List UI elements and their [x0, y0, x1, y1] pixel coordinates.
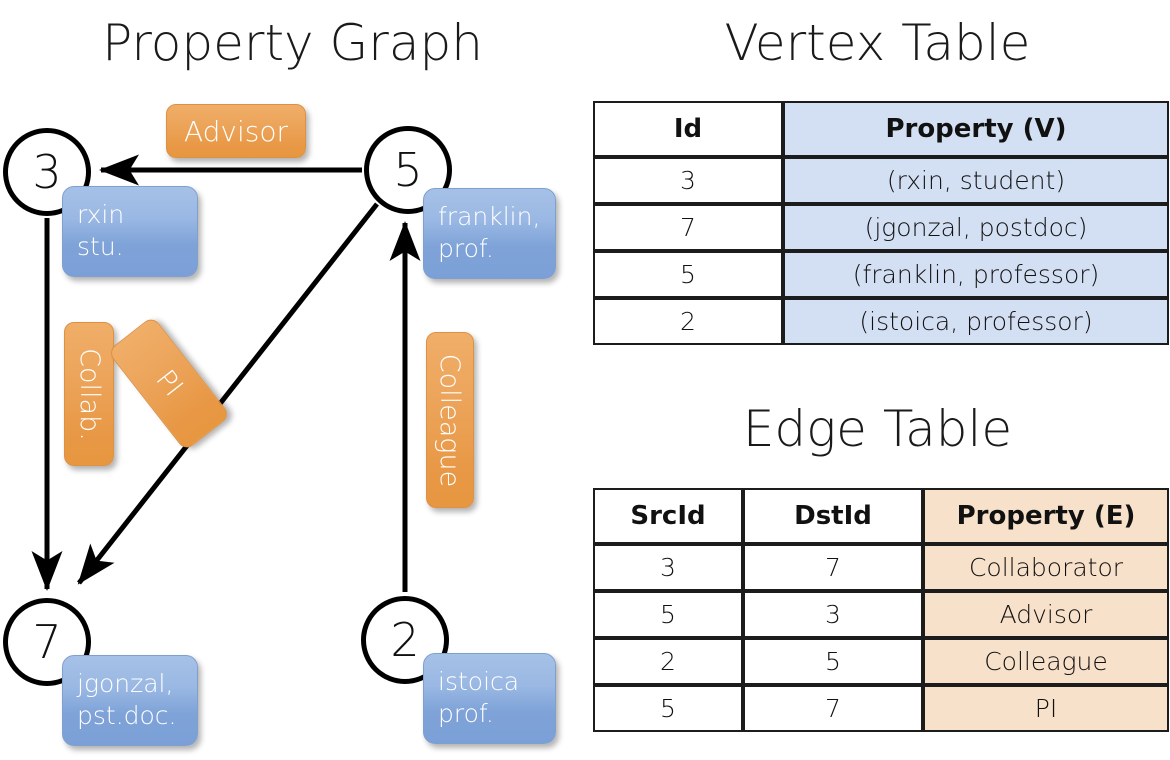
vertex-table-header-property: Property (V) — [783, 101, 1169, 157]
edge-cell-dstid: 5 — [743, 638, 923, 685]
vertex-table: Id Property (V) 3 (rxin, student) 7 (jgo… — [593, 101, 1169, 345]
edge-cell-property: Colleague — [923, 638, 1169, 685]
edge-table-header-row: SrcId DstId Property (E) — [593, 488, 1169, 544]
graph-node-2-label: 2 — [390, 613, 420, 667]
vertex-cell-property: (istoica, professor) — [783, 298, 1169, 345]
edge-label-colleague: Colleague — [426, 332, 474, 508]
edge-5-to-7 — [77, 202, 379, 585]
vertex-cell-id: 2 — [593, 298, 783, 345]
edge-cell-property: Advisor — [923, 591, 1169, 638]
edge-cell-dstid: 3 — [743, 591, 923, 638]
edge-label-pi-text: PI — [149, 364, 189, 403]
vertex-cell-id: 5 — [593, 251, 783, 298]
table-row: 3 7 Collaborator — [593, 544, 1169, 591]
page-title-vertex-table: Vertex Table — [724, 14, 1031, 72]
edge-cell-srcid: 2 — [593, 638, 743, 685]
edge-cell-srcid: 5 — [593, 591, 743, 638]
edge-label-advisor: Advisor — [166, 104, 306, 158]
page-title-property-graph: Property Graph — [102, 14, 483, 72]
edge-label-colleague-text: Colleague — [434, 353, 466, 487]
vertex-cell-id: 7 — [593, 204, 783, 251]
vertex-property-box-5: franklin, prof. — [423, 188, 556, 279]
edge-cell-dstid: 7 — [743, 685, 923, 732]
graph-node-2[interactable]: 2 — [361, 596, 449, 684]
table-row: 3 (rxin, student) — [593, 157, 1169, 204]
edge-table-header-property: Property (E) — [923, 488, 1169, 544]
table-row: 5 (franklin, professor) — [593, 251, 1169, 298]
vertex-cell-id: 3 — [593, 157, 783, 204]
edge-table-header-dstid: DstId — [743, 488, 923, 544]
page-title-edge-table: Edge Table — [742, 400, 1013, 458]
vertex-cell-property: (franklin, professor) — [783, 251, 1169, 298]
graph-node-5-label: 5 — [393, 143, 423, 197]
vertex-table-header-row: Id Property (V) — [593, 101, 1169, 157]
edge-cell-srcid: 3 — [593, 544, 743, 591]
graph-node-5[interactable]: 5 — [364, 126, 452, 214]
edge-label-collab: Collab. — [64, 322, 114, 466]
graph-node-7-label: 7 — [32, 615, 62, 669]
vertex-property-box-2: istoica prof. — [423, 653, 556, 744]
table-row: 7 (jgonzal, postdoc) — [593, 204, 1169, 251]
edge-label-advisor-text: Advisor — [183, 114, 288, 148]
edge-table-header-srcid: SrcId — [593, 488, 743, 544]
vertex-cell-property: (rxin, student) — [783, 157, 1169, 204]
edge-cell-dstid: 7 — [743, 544, 923, 591]
vertex-table-header-id: Id — [593, 101, 783, 157]
table-row: 2 (istoica, professor) — [593, 298, 1169, 345]
property-graph-panel: Property Graph 3 5 7 2 rxin stu. frankli… — [3, 14, 556, 746]
vertex-property-box-7: jgonzal, pst.doc. — [62, 655, 198, 746]
graph-edges-layer — [31, 154, 421, 592]
graph-node-3-label: 3 — [32, 145, 62, 199]
table-row: 2 5 Colleague — [593, 638, 1169, 685]
vertex-property-box-3: rxin stu. — [62, 186, 198, 277]
table-row: 5 3 Advisor — [593, 591, 1169, 638]
table-row: 5 7 PI — [593, 685, 1169, 732]
edge-cell-property: Collaborator — [923, 544, 1169, 591]
edge-label-collab-text: Collab. — [73, 347, 105, 441]
edge-cell-property: PI — [923, 685, 1169, 732]
edge-cell-srcid: 5 — [593, 685, 743, 732]
edge-table: SrcId DstId Property (E) 3 7 Collaborato… — [593, 488, 1169, 732]
vertex-cell-property: (jgonzal, postdoc) — [783, 204, 1169, 251]
